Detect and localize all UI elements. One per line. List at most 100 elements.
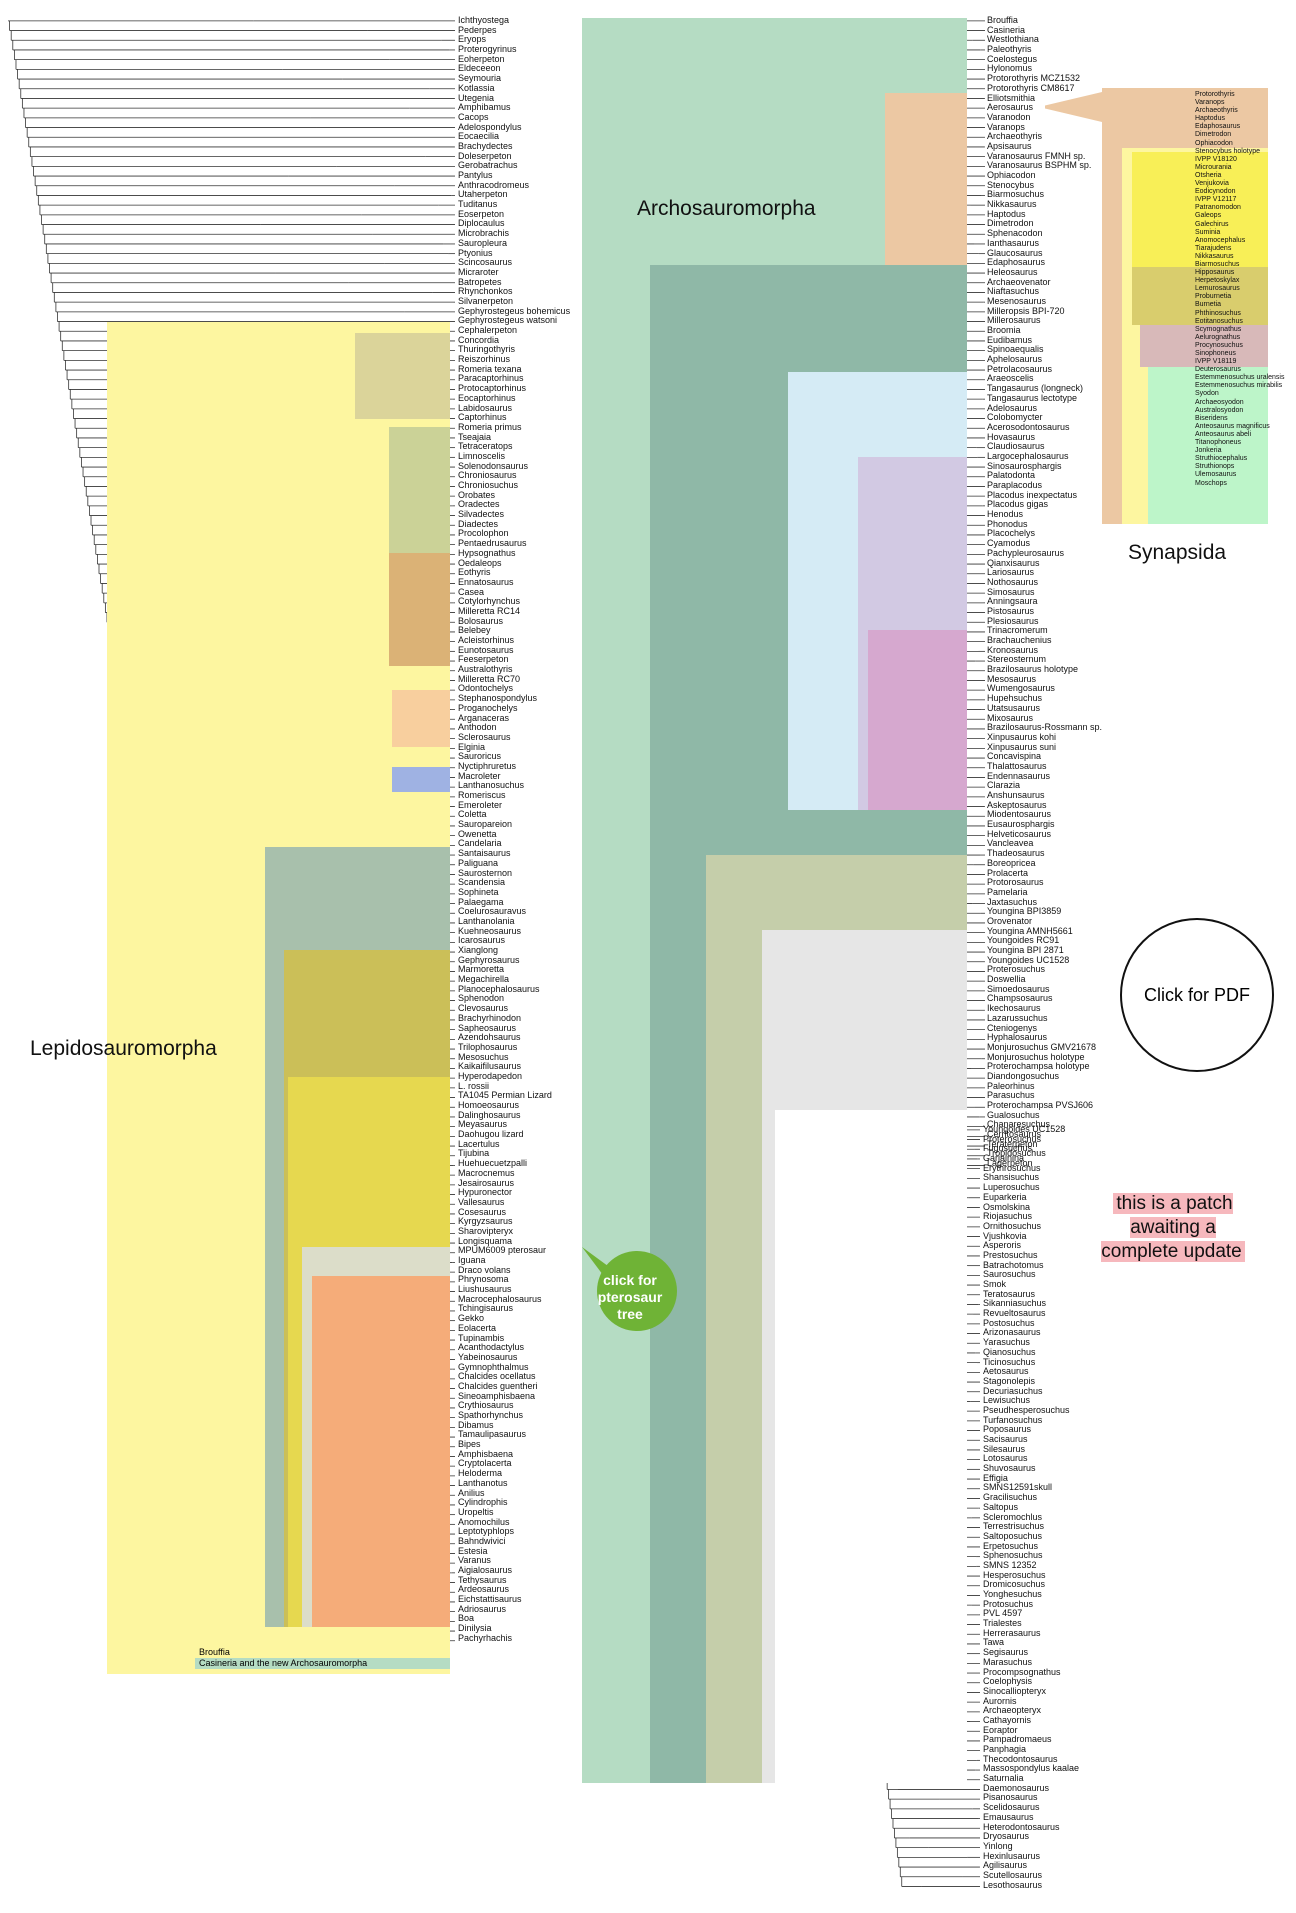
patch-note: this is a patch awaiting a complete upda…	[1093, 1192, 1253, 1264]
taxon-label: Anomocephalus	[1195, 236, 1246, 244]
pdf-button[interactable]: Click for PDF	[1120, 918, 1274, 1072]
taxon-label: Titanophoneus	[1195, 439, 1242, 447]
taxon-label: Phthinosuchus	[1195, 309, 1241, 317]
taxon-label: Chalcides ocellatus	[458, 1371, 536, 1382]
taxon-label: Deuterosaurus	[1195, 366, 1241, 374]
taxon-label: Ianthasaurus	[987, 237, 1040, 248]
taxon-label: Icarosaurus	[458, 935, 506, 946]
taxon-label: Iguana	[458, 1255, 486, 1265]
taxon-label: Varanops	[1195, 99, 1225, 107]
taxon-label: Heloderma	[458, 1468, 503, 1479]
taxon-label: Pentaedrusaurus	[458, 538, 527, 549]
taxon-label: Nyctiphruretus	[458, 760, 517, 771]
taxon-label: Kuehneosaurus	[458, 925, 522, 936]
taxon-label: Palatodonta	[987, 470, 1036, 481]
taxon-label: Mixosaurus	[987, 712, 1034, 723]
taxon-label: Macroleter	[458, 770, 501, 781]
taxon-label: Galeops	[1195, 212, 1222, 220]
taxon-label: Milleretta RC70	[458, 673, 521, 684]
taxon-label: Heterodontosaurus	[983, 1821, 1060, 1832]
taxon-label: Palaegama	[458, 896, 504, 907]
taxon-label: Romeria primus	[458, 421, 522, 432]
taxon-label: Trinacromerum	[987, 625, 1048, 636]
taxon-label: Pistosaurus	[987, 605, 1035, 616]
taxon-label: Sphenacodon	[987, 228, 1043, 239]
taxon-label: Adelospondylus	[458, 121, 522, 132]
taxon-label: Owenetta	[458, 828, 497, 839]
taxon-label: Eolacerta	[458, 1322, 497, 1333]
taxon-label: Gualosuchus	[987, 1109, 1040, 1120]
taxon-label: Edaphosaurus	[1195, 123, 1241, 131]
taxon-label: Hexinlusaurus	[983, 1850, 1041, 1861]
taxon-label: Spinoaequalis	[987, 344, 1044, 355]
taxon-label: Pampadromaeus	[983, 1734, 1052, 1745]
taxon-label: Dryosaurus	[983, 1831, 1030, 1842]
taxon-label: Seymouria	[458, 73, 502, 84]
taxon-label: Cteniogenys	[987, 1022, 1038, 1033]
taxon-label: Hypsognathus	[458, 547, 516, 558]
taxon-label: Saltopus	[983, 1501, 1019, 1512]
taxon-label: Sineoamphisbaena	[458, 1390, 536, 1401]
taxon-label: Claudiosaurus	[987, 441, 1045, 452]
taxon-label: Sacisaurus	[983, 1434, 1028, 1444]
taxon-label: Marmoretta	[458, 964, 505, 975]
taxon-label: Microurania	[1195, 163, 1232, 171]
taxon-label: Limnoscelis	[458, 450, 506, 461]
captorhinid-band	[355, 333, 450, 419]
taxon-label: Wumengosaurus	[987, 683, 1055, 694]
taxon-label: Dalinghosaurus	[458, 1109, 521, 1120]
taxon-label: Sauropleura	[458, 237, 508, 248]
taxon-label: Leptotyphlops	[458, 1526, 515, 1537]
taxon-label: Sinocalliopteryx	[983, 1685, 1047, 1696]
taxon-label: Patranomodon	[1195, 204, 1241, 212]
taxon-label: Sclerosaurus	[458, 731, 511, 742]
taxon-label: Macrocephalosaurus	[458, 1293, 542, 1304]
taxon-label: Stephanospondylus	[458, 693, 538, 704]
taxon-label: Coelostegus	[987, 53, 1038, 64]
pterosaur-tree-button[interactable]	[582, 1247, 682, 1333]
taxon-label: Anthodon	[458, 722, 497, 733]
taxon-label: Tiarajudens	[1195, 244, 1232, 252]
taxon-label: Kronosaurus	[987, 644, 1039, 655]
taxon-label: Tupinambis	[458, 1332, 505, 1343]
taxon-label: Coelophysis	[983, 1676, 1033, 1687]
taxon-label: Revueltosaurus	[983, 1308, 1046, 1319]
varanopid-band	[389, 553, 450, 598]
taxon-label: Azendohsaurus	[458, 1032, 521, 1043]
taxon-label: Cyamodus	[987, 538, 1031, 549]
legend-brouffia: Brouffia	[195, 1647, 450, 1658]
taxon-label: Venjukovia	[1195, 180, 1229, 188]
taxon-label: Eudibamus	[987, 334, 1033, 345]
taxon-label: Dibamus	[458, 1419, 494, 1430]
taxon-label: Stenocybus holotype	[1195, 147, 1260, 155]
taxon-label: Boa	[458, 1613, 475, 1624]
taxon-label: Aphelosaurus	[987, 354, 1043, 365]
taxon-label: Thuringothyris	[458, 344, 516, 355]
taxon-label: Thecodontosaurus	[983, 1753, 1058, 1764]
taxon-label: Varanodon	[987, 111, 1031, 122]
taxon-label: Procynosuchus	[1195, 341, 1243, 349]
pterosaur-tree-label[interactable]: click for pterosaur tree	[597, 1272, 663, 1322]
taxon-label: Lanthanotus	[458, 1477, 508, 1488]
taxon-label: Saurosuchus	[983, 1269, 1036, 1280]
taxon-label: Utaherpeton	[458, 189, 508, 200]
taxon-label: Ophiacodon	[1195, 139, 1233, 147]
taxon-label: Gekko	[458, 1313, 485, 1324]
taxon-label: Qianosuchus	[983, 1346, 1036, 1357]
taxon-label: Protorothyris	[1195, 91, 1235, 98]
taxon-label: Archaeothyris	[987, 131, 1043, 142]
taxon-label: Nothosaurus	[987, 576, 1039, 587]
taxon-label: Draco volans	[458, 1264, 511, 1275]
taxon-label: Eusaurosphargis	[987, 819, 1055, 830]
taxon-label: Dimetrodon	[1195, 131, 1232, 139]
taxon-label: Hesperosuchus	[983, 1569, 1046, 1580]
taxon-label: Crythiosaurus	[458, 1400, 514, 1411]
taxon-label: Youngoides UC1528	[983, 1124, 1066, 1134]
taxon-label: Coelurosauravus	[458, 906, 527, 917]
taxon-label: Segisaurus	[983, 1647, 1029, 1658]
taxon-label: Bahndwivici	[458, 1535, 506, 1546]
taxon-label: Nikkasaurus	[987, 199, 1037, 210]
taxon-label: Scutellosaurus	[983, 1869, 1043, 1880]
taxon-label: Marasuchus	[983, 1656, 1033, 1667]
taxon-label: Plesiosaurus	[987, 615, 1039, 626]
